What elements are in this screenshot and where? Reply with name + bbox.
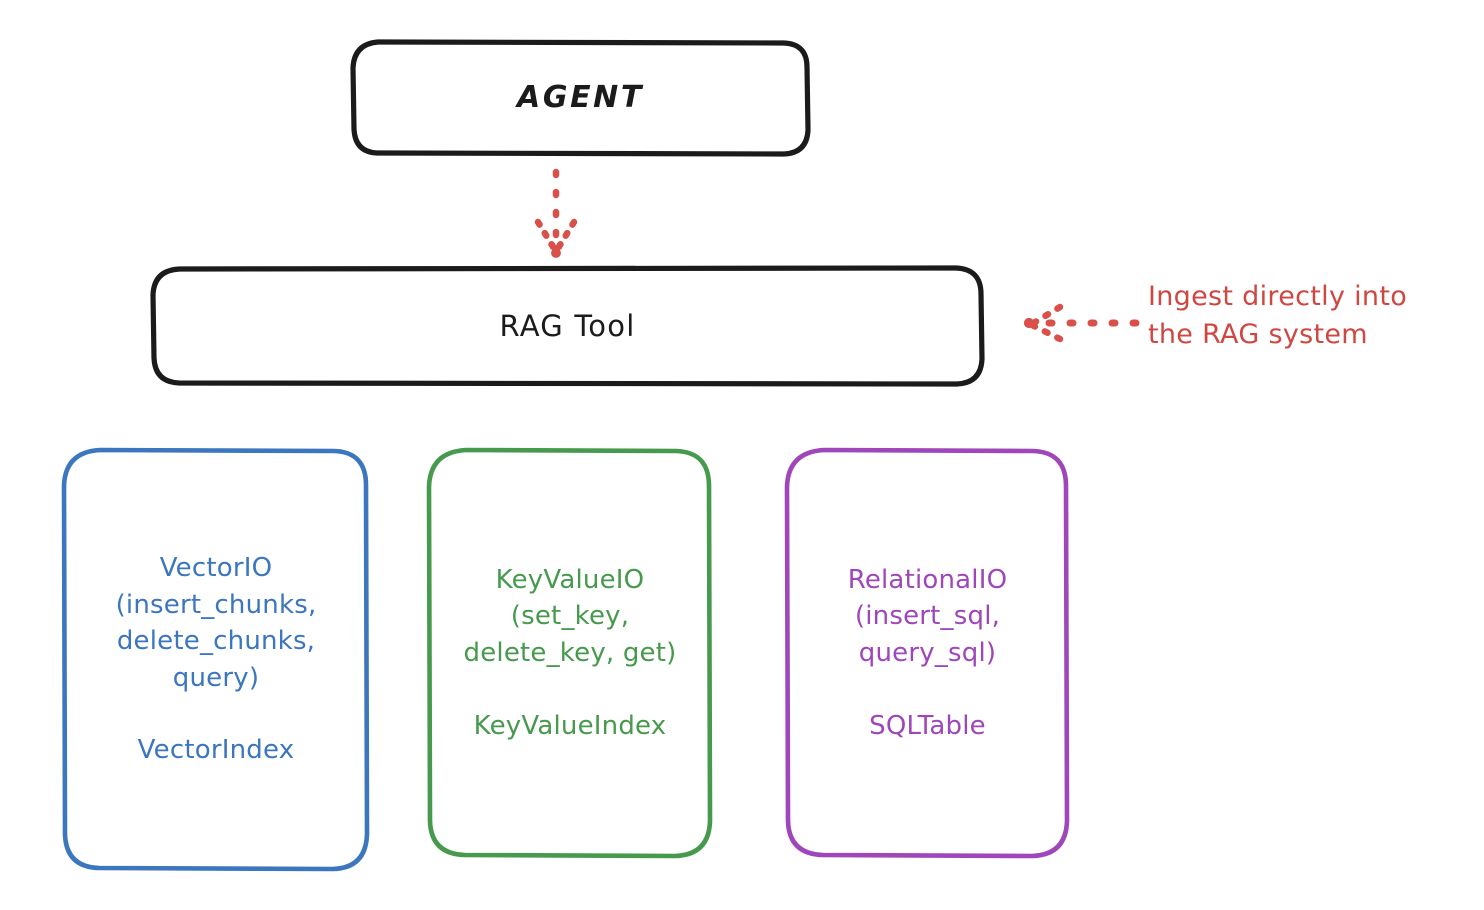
agent-node[interactable]: AGENT xyxy=(353,41,808,155)
agent-box-outline xyxy=(350,39,811,157)
rag-tool-node[interactable]: RAG Tool xyxy=(153,268,982,385)
rag-tool-label: RAG Tool xyxy=(499,309,636,344)
rag-tool-box-outline xyxy=(150,265,985,387)
relational-io-box-outline xyxy=(784,447,1070,859)
relational-io-label: RelationalIO (insert_sql, query_sql) SQL… xyxy=(847,565,1008,741)
vector-io-box-outline xyxy=(61,447,370,872)
key-value-io-node[interactable]: KeyValueIO (set_key, delete_key, get) Ke… xyxy=(430,449,710,857)
vector-io-label: VectorIO (insert_chunks, delete_chunks, … xyxy=(115,553,317,766)
ingest-note-connector xyxy=(1023,303,1140,343)
relational-io-node[interactable]: RelationalIO (insert_sql, query_sql) SQL… xyxy=(788,449,1067,857)
key-value-io-label: KeyValueIO (set_key, delete_key, get) Ke… xyxy=(463,565,677,741)
agent-to-rag-tool-connector xyxy=(534,168,578,258)
ingest-note-label: Ingest directly into the RAG system xyxy=(1148,281,1408,351)
key-value-io-box-outline xyxy=(426,447,713,859)
vector-io-node[interactable]: VectorIO (insert_chunks, delete_chunks, … xyxy=(64,449,368,870)
agent-label: AGENT xyxy=(517,79,644,115)
